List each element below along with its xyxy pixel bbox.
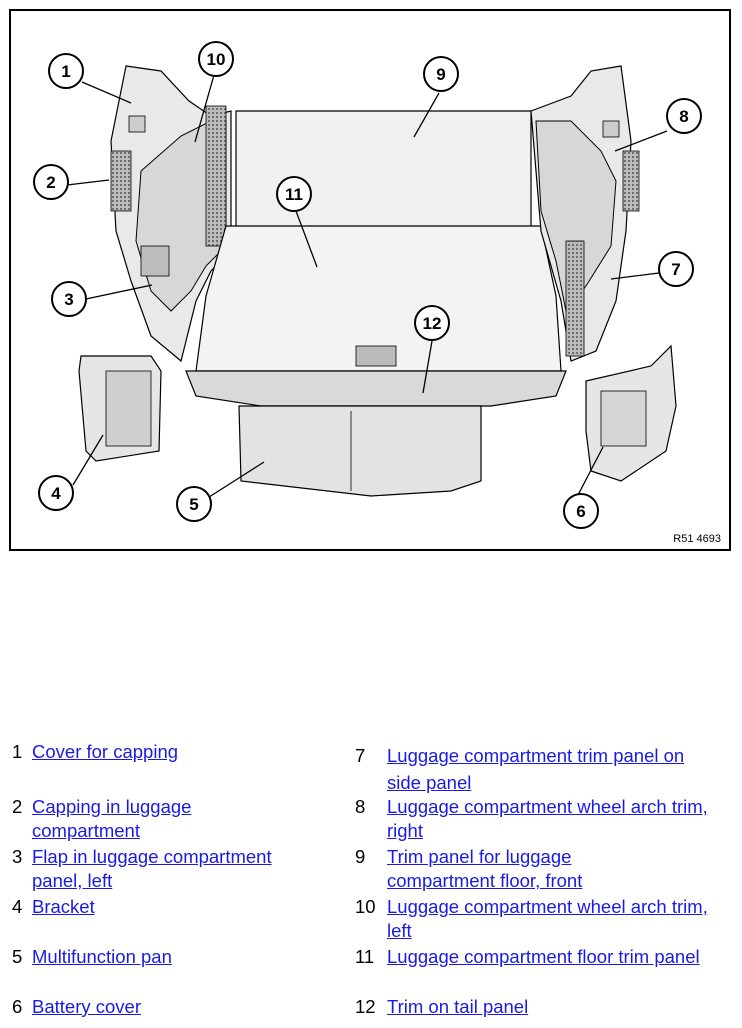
callout-8: 8 xyxy=(666,98,702,134)
right-cover-capping xyxy=(602,120,620,138)
left-flap-switch xyxy=(140,245,170,277)
front-floor-trim-panel xyxy=(235,110,532,232)
multifunction-pan xyxy=(238,405,482,497)
callout-1: 1 xyxy=(48,53,84,89)
legend-link-floor-trim[interactable]: Luggage compartment floor trim panel xyxy=(387,946,700,967)
legend-link-cover-for-capping[interactable]: Cover for capping xyxy=(32,741,179,762)
legend-link-wheel-arch-right[interactable]: Luggage compartment wheel arch trim, rig… xyxy=(387,796,708,841)
right-wheel-arch-trim xyxy=(535,120,617,313)
legend-link-bracket[interactable]: Bracket xyxy=(32,896,95,917)
legend-link-floor-front[interactable]: Trim panel for luggage compartment floor… xyxy=(387,846,583,891)
svg-text:1: 1 xyxy=(61,62,70,81)
figure-reference-code: R51 4693 xyxy=(673,533,721,545)
left-mesh-panel xyxy=(205,105,227,247)
callout-9: 9 xyxy=(423,56,459,92)
legend-link-tail-panel[interactable]: Trim on tail panel xyxy=(387,996,529,1017)
svg-text:6: 6 xyxy=(576,502,585,521)
legend-link-capping[interactable]: Capping in luggage compartment xyxy=(32,796,192,841)
callout-11: 11 xyxy=(276,176,312,212)
svg-text:4: 4 xyxy=(51,484,61,503)
callout-6: 6 xyxy=(563,493,599,529)
svg-text:7: 7 xyxy=(671,260,680,279)
left-capping-mesh xyxy=(110,150,132,212)
leader-lines xyxy=(66,74,668,500)
legend-link-flap-left[interactable]: Flap in luggage compartment panel, left xyxy=(32,846,272,891)
legend-link-wheel-arch-left[interactable]: Luggage compartment wheel arch trim, lef… xyxy=(387,896,708,941)
floor-handle xyxy=(355,345,397,367)
legend-number: 6 xyxy=(12,996,23,1017)
legend-number: 7 xyxy=(355,745,366,766)
callout-12: 12 xyxy=(414,305,450,341)
exploded-diagram: 1 2 3 4 5 6 7 8 9 10 11 12 R51 4693 xyxy=(9,9,731,551)
svg-text:3: 3 xyxy=(64,290,73,309)
svg-text:2: 2 xyxy=(46,173,55,192)
left-cover-capping xyxy=(128,115,146,133)
legend-link-battery-cover[interactable]: Battery cover xyxy=(32,996,141,1017)
callout-2: 2 xyxy=(33,164,69,200)
legend-number: 9 xyxy=(355,846,366,867)
callout-3: 3 xyxy=(51,281,87,317)
svg-text:10: 10 xyxy=(207,50,226,69)
legend-number: 5 xyxy=(12,946,23,967)
legend-number: 2 xyxy=(12,796,23,817)
legend-link-side-panel-trim[interactable]: Luggage compartment trim panel on side p… xyxy=(387,745,685,793)
callout-10: 10 xyxy=(198,41,234,77)
legend-number: 10 xyxy=(355,896,376,917)
legend-number: 4 xyxy=(12,896,23,917)
legend-number: 3 xyxy=(12,846,23,867)
svg-text:11: 11 xyxy=(285,185,303,204)
svg-text:9: 9 xyxy=(436,65,445,84)
legend-number: 11 xyxy=(355,946,375,967)
callout-7: 7 xyxy=(658,251,694,287)
luggage-compartment-illustration: 1 2 3 4 5 6 7 8 9 10 11 12 xyxy=(33,41,702,529)
callout-4: 4 xyxy=(38,475,74,511)
svg-text:5: 5 xyxy=(189,495,198,514)
legend-number: 1 xyxy=(12,741,23,762)
right-capping-mesh xyxy=(622,150,640,212)
legend-number: 12 xyxy=(355,996,376,1017)
svg-text:8: 8 xyxy=(679,107,688,126)
callout-5: 5 xyxy=(176,486,212,522)
right-mesh-panel xyxy=(565,240,585,357)
svg-text:12: 12 xyxy=(423,314,442,333)
legend-number: 8 xyxy=(355,796,366,817)
tail-panel-trim xyxy=(185,370,567,407)
legend-link-multifunction-pan[interactable]: Multifunction pan xyxy=(32,946,172,967)
